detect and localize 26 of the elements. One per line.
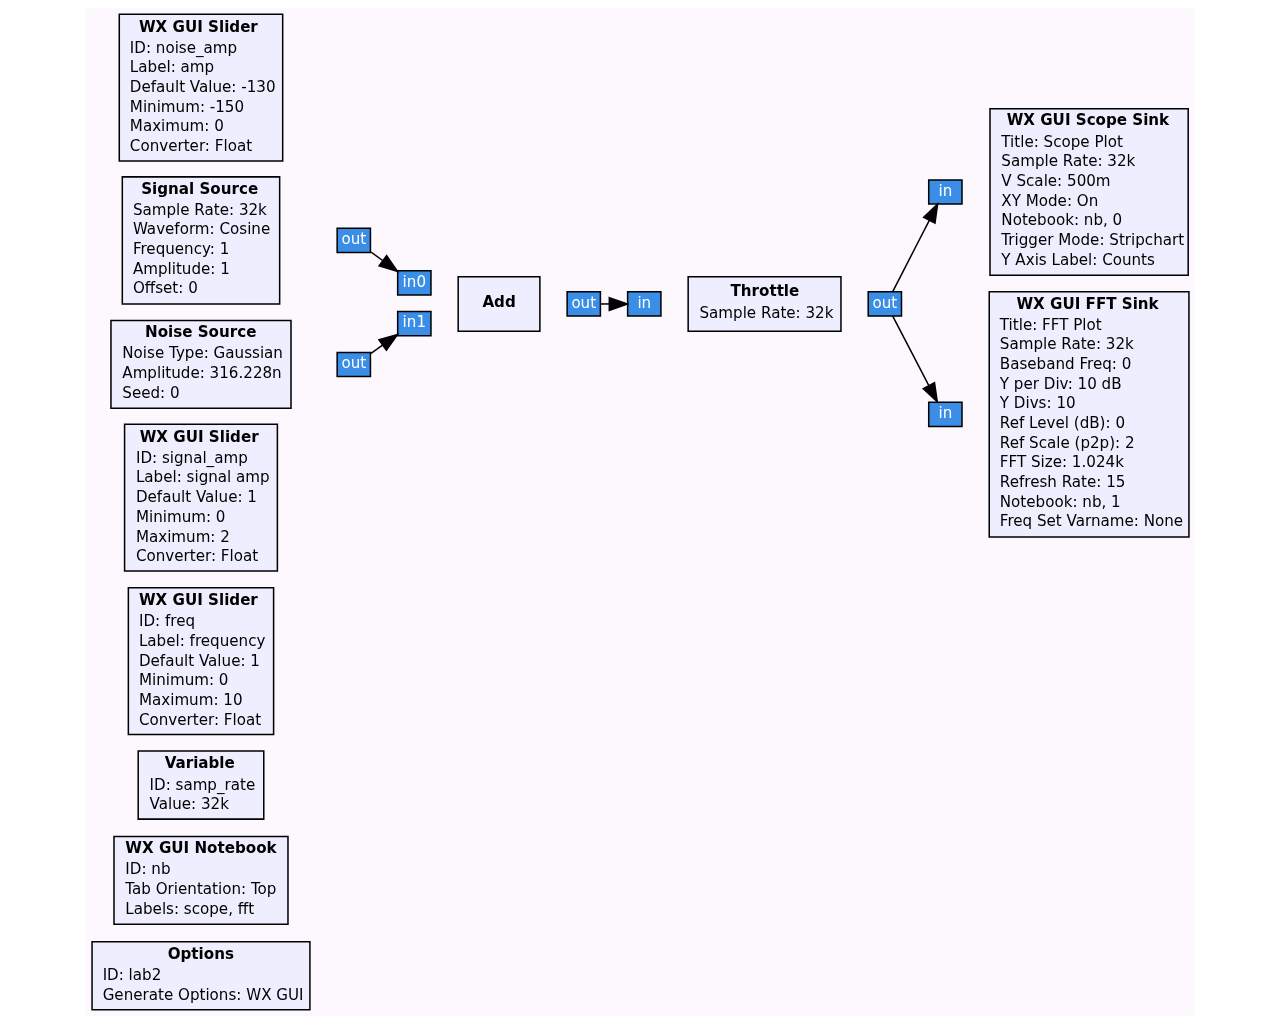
node-box: Options ID: lab2 Generate Options: WX GUI <box>90 940 311 1011</box>
arrow <box>599 296 630 312</box>
node-box: Noise Source Noise Type: Gaussian Amplitude: 316.228n Seed: 0 <box>109 319 292 410</box>
node-box: Throttle Sample Rate: 32k <box>686 275 842 332</box>
arrow <box>891 315 938 404</box>
node-box: in <box>927 401 963 428</box>
node-box: out <box>335 227 371 254</box>
arrow <box>891 202 939 293</box>
node-box: Signal Source Sample Rate: 32k Waveform: Cosine Frequency: 1 Amplitude: 1 Offset: 0 <box>121 176 280 305</box>
node-box: in <box>626 291 662 317</box>
node-box: WX GUI Slider ID: noise_amp Label: amp Default Value: -130 Minimum: -150 Maximum: 0 Converter: Float <box>118 13 283 162</box>
node-box: out <box>335 351 371 378</box>
node-box: WX GUI Notebook ID: nb Tab Orientation: Top Labels: scope, fft <box>112 835 289 926</box>
node-box: in0 <box>396 269 432 296</box>
node-box: Variable ID: samp_rate Value: 32k <box>136 750 265 820</box>
node-box: WX GUI Slider ID: freq Label: frequency Default Value: 1 Minimum: 0 Maximum: 10 Converter: Float <box>127 586 274 736</box>
node-box: Add <box>456 275 541 332</box>
arrow <box>369 251 399 273</box>
node-box: out <box>866 291 902 317</box>
node-box: in1 <box>396 310 432 337</box>
node-box: WX GUI FFT Sink Title: FFT Plot Sample Rate: 32k Baseband Freq: 0 Y per Div: 10 dB Y Divs: 10 Ref Level (dB): 0 Ref Scale (p2p): 2 FFT Size: 1.024k Refresh Rate: 15 Notebook: nb, 1 Freq Set Varname: None <box>988 291 1190 538</box>
arrow <box>369 333 399 355</box>
node-box: WX GUI Slider ID: signal_amp Label: signal amp Default Value: 1 Minimum: 0 Maximum: 2 Converter: Float <box>123 423 278 572</box>
node-box: out <box>565 291 601 317</box>
node-box: in <box>927 179 963 205</box>
node-box: WX GUI Scope Sink Title: Scope Plot Sample Rate: 32k V Scale: 500m XY Mode: On Notebook: nb, 0 Trigger Mode: Stripchart Y Axis Label: Counts <box>988 108 1189 276</box>
